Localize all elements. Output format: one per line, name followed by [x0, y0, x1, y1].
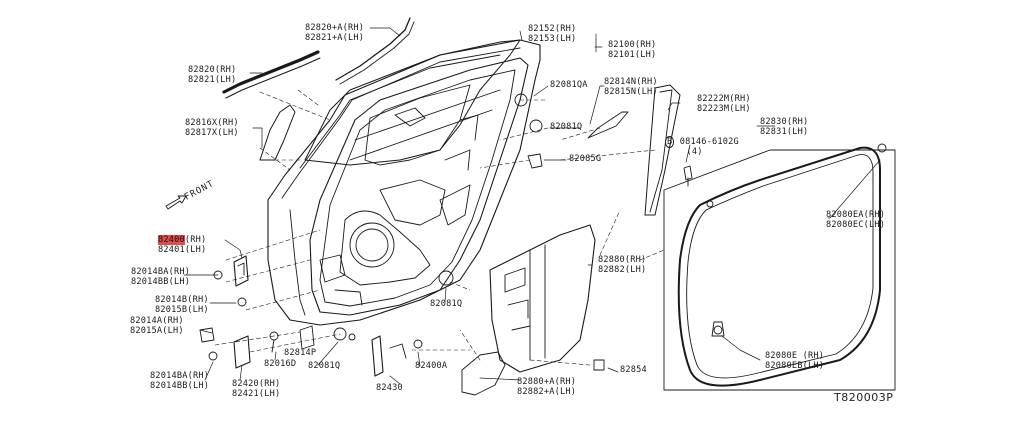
- window-glass: [304, 39, 521, 166]
- label-82014BA-top: 82014BA(RH)82014BB(LH): [131, 267, 191, 287]
- label-82420: 82420(RH)82421(LH): [232, 379, 281, 399]
- label-82400: 82400(RH)82401(LH): [158, 235, 207, 255]
- dashed-reference-lines: [214, 89, 665, 366]
- label-82820: 82820(RH)82821(LH): [188, 65, 237, 85]
- door-inner-frame: [309, 57, 529, 316]
- label-82814N: 82814N(RH)82815N(LH): [604, 77, 658, 97]
- label-82014A: 82014A(RH)82015A(LH): [130, 316, 184, 336]
- label-82080EA: 82080EA(RH)82080EC(LH): [826, 210, 886, 230]
- door-trim-panel: [461, 224, 596, 396]
- label-82152: 82152(RH)82153(LH): [528, 24, 577, 44]
- label-82854: 82854: [620, 365, 647, 375]
- label-82400A: 82400A: [415, 361, 448, 371]
- top-mouldings: [222, 17, 415, 161]
- hinges-and-fasteners: [199, 93, 693, 377]
- label-82222M: 82222M(RH)82223M(LH): [697, 94, 751, 114]
- label-82816X: 82816X(RH)82817X(LH): [185, 118, 239, 138]
- label-82016D: 82016D: [264, 359, 297, 369]
- label-82814P: 82814P: [284, 348, 317, 358]
- label-82880: 82880(RH)82882(LH): [598, 255, 647, 275]
- label-82100: 82100(RH)82101(LH): [608, 40, 657, 60]
- label-82081Q-mid: 82081Q: [308, 361, 341, 371]
- label-08146: B 08146-6102G (4): [665, 136, 739, 157]
- weatherstrip-box: [663, 143, 896, 391]
- label-82430: 82430: [376, 383, 403, 393]
- quarter-glass: [587, 84, 681, 216]
- label-82014BA-bottom: 82014BA(RH)82014BB(LH): [150, 371, 210, 391]
- label-82830: 82830(RH)82831(LH): [760, 117, 809, 137]
- label-82081Q-top: 82081Q: [550, 122, 583, 132]
- label-82081Q-low: 82081Q: [430, 299, 463, 309]
- label-82820A: 82820+A(RH)82821+A(LH): [305, 23, 365, 43]
- front-arrow-icon: [165, 195, 187, 210]
- door-outer-panel: [267, 39, 541, 326]
- diagram-reference-code: T820003P: [834, 391, 894, 404]
- label-82014B: 82014B(RH)82015B(LH): [155, 295, 209, 315]
- label-82085G: 82085G: [569, 154, 602, 164]
- label-82081QA: 82081QA: [550, 80, 588, 90]
- label-82880A: 82880+A(RH)82882+A(LH): [517, 377, 577, 397]
- leader-lines: [183, 27, 881, 385]
- highlighted-part-82400: 82400: [158, 235, 185, 245]
- label-82080E: 82080E (RH)82080EB(LH): [765, 351, 825, 371]
